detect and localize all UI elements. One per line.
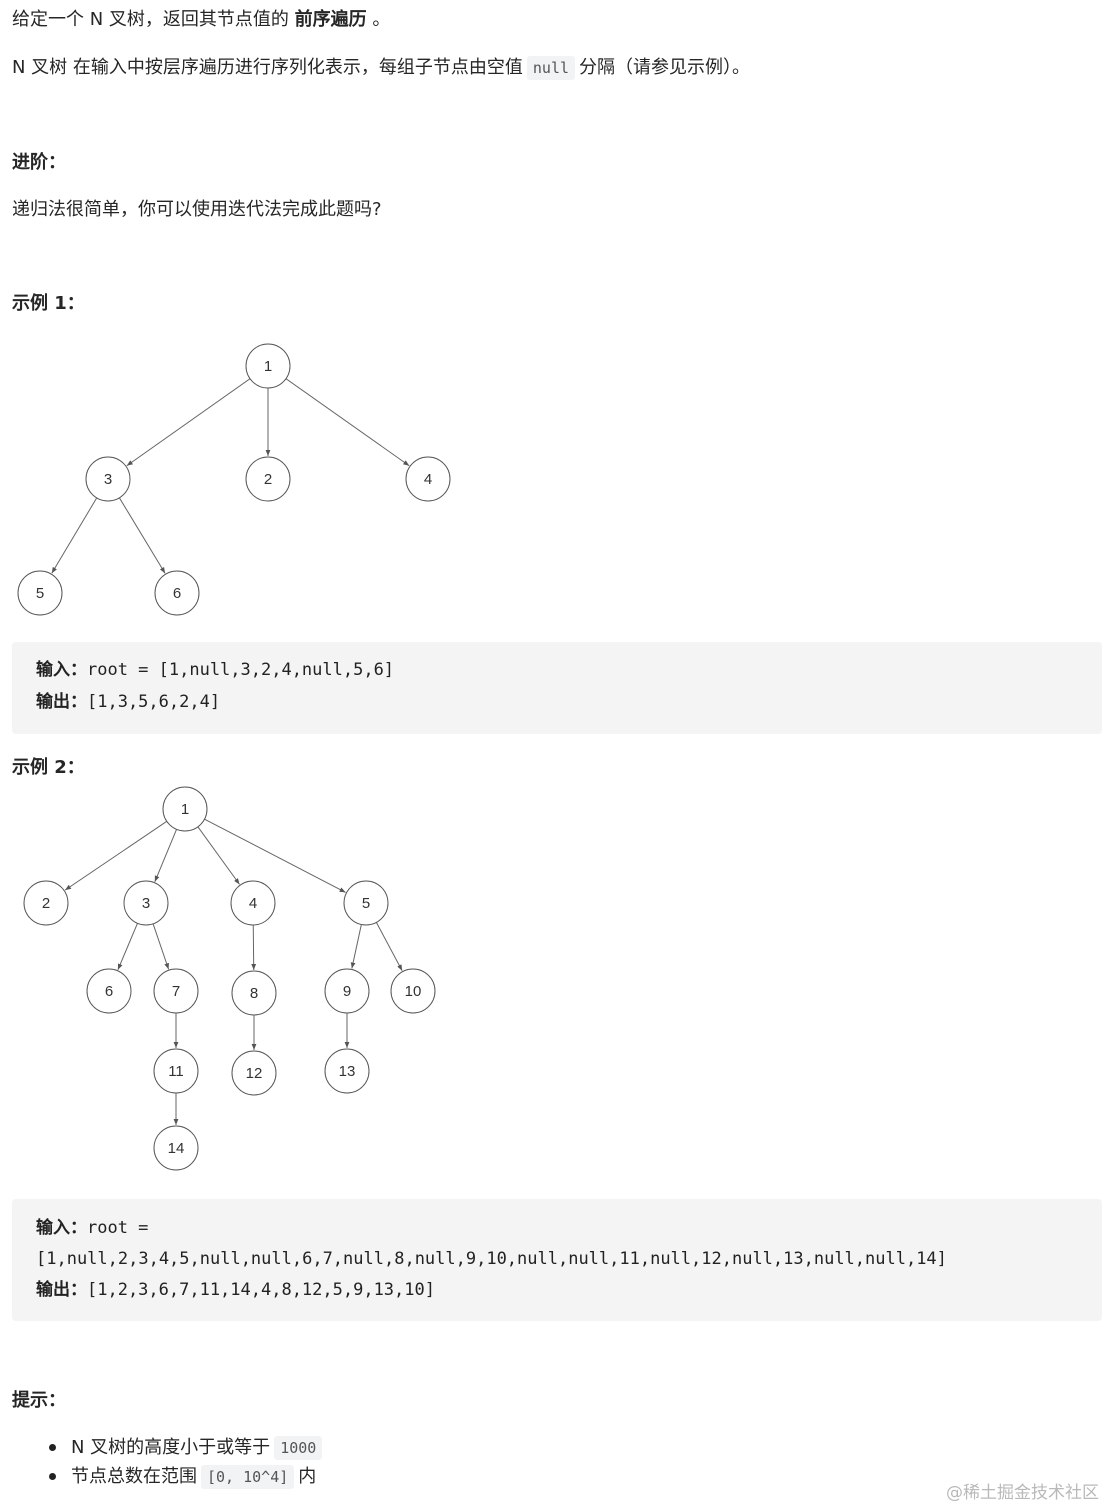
hint-2-code: [0, 10^4]: [201, 1465, 295, 1489]
ex2-node-7: 7: [153, 968, 199, 1014]
svg-text:9: 9: [343, 983, 351, 1000]
ex2-node-6: 6: [86, 968, 132, 1014]
example-2-input-label: 输入：: [36, 1218, 87, 1238]
intro-line-1-bold: 前序遍历: [294, 9, 367, 30]
ex2-edge-1-4: [197, 826, 240, 885]
example-1-tree-diagram: 1 3 2 4 5 6: [17, 343, 451, 616]
example-2-output-line: 输出：[1,2,3,6,7,11,14,4,8,12,5,9,13,10]: [36, 1278, 435, 1302]
ex2-edge-3-7: [152, 923, 170, 970]
intro-line-1-prefix: 给定一个 N 叉树，返回其节点值的: [12, 9, 289, 30]
example-2-input-value-line-1: root =: [87, 1218, 149, 1238]
ex2-node-10: 10: [390, 968, 436, 1014]
svg-text:5: 5: [36, 585, 44, 602]
ex2-edge-5-9: [350, 924, 362, 969]
example-1-heading: 示例 1：: [12, 293, 85, 314]
ex2-node-9: 9: [324, 968, 370, 1014]
intro-line-2-suffix: 分隔（请参见示例）。: [579, 57, 751, 78]
ex1-node-5: 5: [17, 570, 63, 616]
ex2-node-4: 4: [230, 880, 276, 926]
advanced-text: 递归法很简单，你可以使用迭代法完成此题吗?: [12, 199, 382, 220]
svg-text:3: 3: [104, 471, 112, 488]
ex1-edge-3-6: [118, 497, 166, 574]
ex2-edge-5-10: [375, 922, 403, 971]
hint-2: 节点总数在范围[0, 10^4]内: [71, 1465, 316, 1489]
ex1-edge-1-4: [285, 378, 410, 467]
watermark: @稀土掘金技术社区: [946, 1483, 1099, 1503]
svg-text:6: 6: [173, 585, 181, 602]
advanced-heading: 进阶：: [12, 152, 66, 173]
hint-2-text: 节点总数在范围: [71, 1466, 197, 1487]
ex2-edge-1-2: [64, 820, 168, 891]
ex1-node-3: 3: [85, 456, 131, 502]
example-1-output-value: [1,3,5,6,2,4]: [87, 692, 221, 712]
svg-text:13: 13: [339, 1063, 356, 1080]
example-2-input-line: 输入：root =: [36, 1216, 148, 1240]
ex1-edge-3-5: [51, 497, 98, 574]
example-1-output-line: 输出：[1,3,5,6,2,4]: [36, 690, 220, 714]
svg-text:11: 11: [168, 1063, 184, 1080]
example-2-heading: 示例 2：: [12, 757, 85, 778]
ex2-node-5: 5: [343, 880, 389, 926]
svg-text:6: 6: [105, 983, 113, 1000]
example-1-input-value: root = [1,null,3,2,4,null,5,6]: [87, 660, 395, 680]
example-1-input-line: 输入：root = [1,null,3,2,4,null,5,6]: [36, 658, 394, 682]
ex2-edge-1-5: [204, 818, 346, 893]
svg-text:4: 4: [424, 471, 432, 488]
example-1-output-label: 输出：: [36, 692, 87, 712]
hint-1-code: 1000: [274, 1436, 323, 1460]
svg-text:14: 14: [168, 1140, 185, 1157]
intro-line-1: 给定一个 N 叉树，返回其节点值的 前序遍历 。: [12, 8, 390, 32]
ex2-node-1: 1: [162, 786, 208, 832]
svg-text:1: 1: [181, 801, 189, 818]
ex2-node-3: 3: [123, 880, 169, 926]
ex2-node-14: 14: [153, 1125, 199, 1171]
svg-text:12: 12: [246, 1065, 263, 1082]
ex2-edge-4-8: [251, 924, 257, 971]
svg-text:3: 3: [142, 895, 150, 912]
ex2-node-8: 8: [231, 970, 277, 1016]
hint-1-text: N 叉树的高度小于或等于: [71, 1437, 271, 1458]
svg-text:2: 2: [42, 895, 50, 912]
svg-text:4: 4: [249, 895, 257, 912]
svg-text:7: 7: [172, 983, 180, 1000]
hints-heading: 提示：: [12, 1390, 66, 1411]
ex1-node-2: 2: [245, 456, 291, 502]
inline-code-null: null: [526, 56, 576, 80]
example-2-code-block: 输入：root = [1,null,2,3,4,5,null,null,6,7,…: [12, 1199, 1102, 1321]
intro-line-2-prefix: N 叉树 在输入中按层序遍历进行序列化表示，每组子节点由空值: [12, 57, 523, 78]
example-2-output-label: 输出：: [36, 1280, 87, 1300]
ex1-edge-1-3: [126, 378, 251, 467]
ex2-node-12: 12: [231, 1050, 277, 1096]
ex1-node-1: 1: [245, 343, 291, 389]
example-1-code-block: 输入：root = [1,null,3,2,4,null,5,6] 输出：[1,…: [12, 642, 1102, 734]
hint-2-suffix: 内: [298, 1466, 317, 1487]
hint-1-bullet: [49, 1444, 56, 1451]
hint-2-bullet: [49, 1473, 56, 1480]
svg-text:8: 8: [250, 985, 258, 1002]
svg-text:1: 1: [264, 358, 272, 375]
ex2-node-13: 13: [324, 1048, 370, 1094]
ex1-node-6: 6: [154, 570, 200, 616]
example-1-input-label: 输入：: [36, 660, 87, 680]
svg-text:5: 5: [362, 895, 370, 912]
ex2-node-2: 2: [23, 880, 69, 926]
ex2-edge-1-3: [154, 829, 178, 882]
intro-line-1-suffix: 。: [372, 9, 391, 30]
ex2-edge-3-6: [117, 923, 138, 970]
svg-text:2: 2: [264, 471, 272, 488]
example-2-input-value-line-2: [1,null,2,3,4,5,null,null,6,7,null,8,nul…: [36, 1249, 947, 1269]
ex2-node-11: 11: [153, 1048, 199, 1094]
svg-text:10: 10: [405, 983, 422, 1000]
ex1-node-4: 4: [405, 456, 451, 502]
example-2-output-value: [1,2,3,6,7,11,14,4,8,12,5,9,13,10]: [87, 1280, 435, 1300]
